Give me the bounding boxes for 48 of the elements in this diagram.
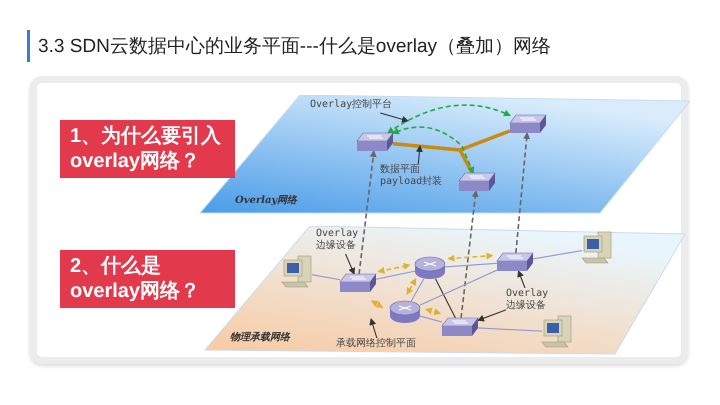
switch-icon — [459, 173, 495, 191]
connector — [447, 252, 494, 262]
leader-line — [380, 112, 409, 123]
connector — [387, 104, 511, 134]
callout-text: 承载网络控制平面 — [336, 338, 422, 350]
leader-line — [345, 254, 355, 275]
computer-icon — [542, 316, 572, 348]
connector — [406, 278, 416, 295]
network-plane — [200, 95, 690, 215]
plane-label: Overlay网络 — [235, 194, 298, 207]
connector — [435, 278, 456, 318]
callout-text: Overlay 边缘设备 — [316, 228, 364, 252]
question-box: 1、为什么要引入overlay网络？ — [60, 120, 235, 178]
connector — [378, 262, 411, 274]
connector — [420, 270, 498, 306]
connector — [410, 278, 424, 302]
connector — [392, 126, 474, 174]
switch-icon — [497, 253, 533, 271]
callout-text: 数据平面 payload封装 — [380, 164, 454, 188]
computer-icon — [282, 256, 312, 288]
connector — [420, 316, 442, 323]
connector — [358, 150, 377, 274]
computer-icon — [582, 232, 612, 264]
connector — [460, 190, 479, 318]
switch-icon — [510, 115, 546, 133]
leader-line — [416, 145, 423, 164]
switch-icon — [357, 133, 393, 151]
question-box: 2、什么是overlay网络？ — [60, 250, 235, 308]
connector — [532, 250, 582, 260]
connector — [515, 132, 530, 254]
leader-line — [369, 318, 378, 338]
connector — [444, 262, 498, 268]
connector — [478, 327, 542, 332]
callout-text: Overlay控制平台 — [310, 99, 402, 111]
leader-line — [517, 270, 526, 288]
switch-icon — [340, 274, 376, 292]
slide-title: 3.3 SDN云数据中心的业务平面---什么是overlay（叠加）网络 — [38, 35, 552, 59]
connector — [392, 142, 474, 174]
router-icon — [415, 257, 445, 279]
router-icon — [390, 301, 420, 323]
connector — [370, 300, 384, 308]
connector — [425, 308, 442, 316]
connector — [376, 270, 416, 280]
leader-line — [477, 309, 506, 322]
connector — [312, 274, 340, 280]
callout-text: Overlay 边缘设备 — [506, 288, 554, 312]
switch-icon — [442, 318, 478, 336]
plane-label: 物理承载网络 — [230, 330, 290, 344]
